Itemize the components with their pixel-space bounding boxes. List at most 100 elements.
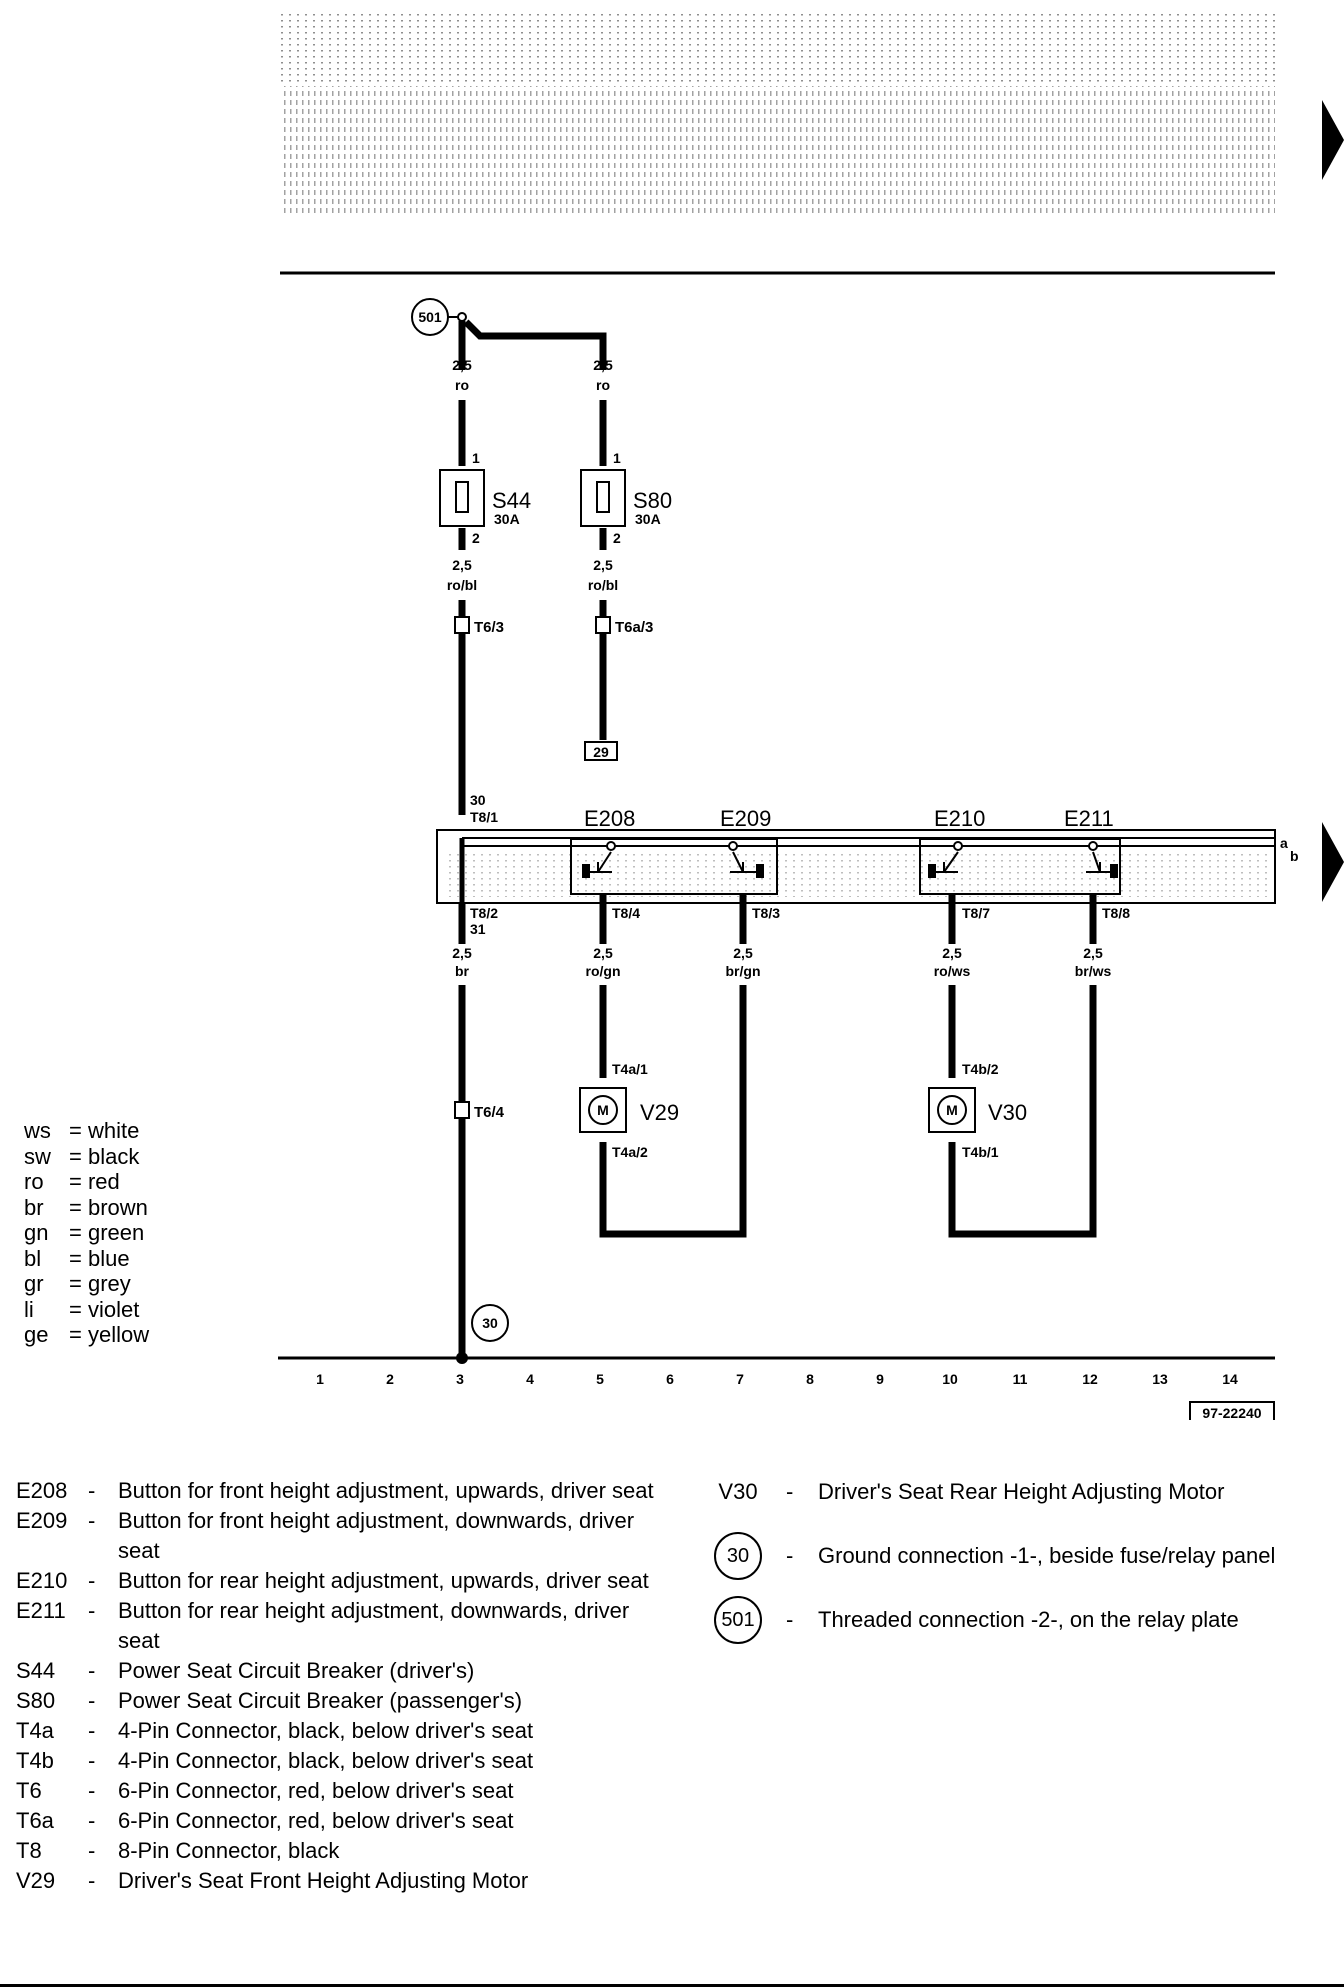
legend-description: 6-Pin Connector, red, below driver's sea… <box>118 1808 514 1833</box>
wire-gauge: 2,5 <box>593 357 613 373</box>
bottom-rule <box>0 1984 1344 1987</box>
wire-gauge: 2,5 <box>452 357 472 373</box>
svg-text:2: 2 <box>472 530 480 546</box>
svg-text:T8/8: T8/8 <box>1102 905 1130 921</box>
legend-row: V30-Driver's Seat Rear Height Adjusting … <box>690 1460 1344 1524</box>
color-code-row: br = brown <box>24 1195 149 1221</box>
svg-text:T8/4: T8/4 <box>612 905 640 921</box>
wiring-diagram: 501 2,5 ro 2,5 ro 1 2 S44 30A 1 2 S80 30… <box>278 14 1344 1420</box>
svg-text:T6a/3: T6a/3 <box>615 619 653 636</box>
legend-description: 6-Pin Connector, red, below driver's sea… <box>118 1778 514 1803</box>
wire-color: ro <box>455 377 469 393</box>
legend-code-circle: 501 <box>690 1596 786 1644</box>
svg-text:501: 501 <box>418 309 442 325</box>
legend-row: T4a-4-Pin Connector, black, below driver… <box>16 1716 658 1746</box>
svg-text:30A: 30A <box>494 511 520 527</box>
color-code-row: ge= yellow <box>24 1322 149 1348</box>
svg-text:2,5: 2,5 <box>1083 945 1103 961</box>
color-name: = yellow <box>69 1322 150 1347</box>
legend-row: E210-Button for rear height adjustment, … <box>16 1566 658 1596</box>
switch-e209: E209 <box>720 806 771 878</box>
color-abbr: sw <box>24 1143 51 1169</box>
svg-text:2,5: 2,5 <box>452 557 472 573</box>
svg-text:1: 1 <box>472 450 480 466</box>
legend-dash: - <box>88 1568 96 1593</box>
wire-color: ro <box>596 377 610 393</box>
legend-row: E208-Button for front height adjustment,… <box>16 1476 658 1506</box>
svg-text:E210: E210 <box>934 806 985 831</box>
scale-number: 8 <box>806 1371 814 1387</box>
legend-description: Button for rear height adjustment, downw… <box>118 1598 630 1653</box>
terminal-501: 501 <box>411 298 467 336</box>
switch-e210: E210 <box>928 806 985 878</box>
svg-text:T4a/2: T4a/2 <box>612 1144 648 1160</box>
legend-description: Power Seat Circuit Breaker (driver's) <box>118 1658 475 1683</box>
legend-dash: - <box>88 1508 96 1533</box>
color-name: = blue <box>69 1245 130 1271</box>
color-name: = brown <box>69 1194 148 1220</box>
breaker-s80: 1 2 S80 30A <box>580 450 672 546</box>
svg-text:V29: V29 <box>640 1100 679 1125</box>
svg-text:97-22240: 97-22240 <box>1202 1405 1261 1420</box>
legend-description: 4-Pin Connector, black, below driver's s… <box>118 1748 534 1773</box>
svg-text:S44: S44 <box>492 488 531 513</box>
connector-t6-3: T6/3 <box>454 616 504 636</box>
connector-t6-4: T6/4 <box>454 1101 505 1121</box>
legend-code: E210 <box>16 1568 68 1593</box>
legend-dash: - <box>786 1607 794 1632</box>
color-code-row: gr= grey <box>24 1271 149 1297</box>
switch-e208: E208 <box>582 806 635 878</box>
svg-text:b: b <box>1290 848 1299 864</box>
svg-text:br: br <box>455 963 470 979</box>
svg-text:E211: E211 <box>1064 806 1114 831</box>
svg-text:2,5: 2,5 <box>593 557 613 573</box>
color-abbr: ws <box>24 1118 51 1143</box>
terminal-30: 30 <box>471 1304 509 1342</box>
legend-description: Power Seat Circuit Breaker (passenger's) <box>118 1688 523 1713</box>
legend-dash: - <box>786 1543 794 1568</box>
svg-text:br/gn: br/gn <box>726 963 761 979</box>
svg-text:1: 1 <box>613 450 621 466</box>
connector-t6a-3: T6a/3 <box>595 616 653 636</box>
legend-description: Button for rear height adjustment, upwar… <box>118 1568 649 1593</box>
svg-text:ro/gn: ro/gn <box>586 963 621 979</box>
scale-number: 11 <box>1013 1371 1028 1387</box>
legend-code-circle: 30 <box>690 1532 786 1580</box>
motor-v30: T4b/2 M T4b/1 V30 <box>928 1061 1027 1160</box>
legend-row: 501-Threaded connection -2-, on the rela… <box>690 1588 1344 1652</box>
svg-text:S80: S80 <box>633 488 672 513</box>
legend-row: V29-Driver's Seat Front Height Adjusting… <box>16 1866 658 1896</box>
legend-dash: - <box>88 1598 96 1623</box>
svg-text:2,5: 2,5 <box>733 945 753 961</box>
color-abbr: br <box>24 1194 44 1220</box>
legend-row: 30-Ground connection -1-, beside fuse/re… <box>690 1524 1344 1588</box>
legend-description: Driver's Seat Front Height Adjusting Mot… <box>118 1868 529 1893</box>
legend-description: Ground connection -1-, beside fuse/relay… <box>818 1543 1276 1568</box>
svg-text:30: 30 <box>470 792 486 808</box>
legend-code: T4b <box>16 1748 54 1773</box>
scale-number: 5 <box>596 1371 604 1387</box>
svg-text:T8/3: T8/3 <box>752 905 780 921</box>
legend-description: 8-Pin Connector, black <box>118 1838 340 1863</box>
legend-code: E211 <box>16 1598 66 1623</box>
scale-number: 13 <box>1152 1371 1168 1387</box>
svg-text:T8/2: T8/2 <box>470 905 498 921</box>
legend-description: Button for front height adjustment, upwa… <box>118 1478 654 1503</box>
component-legend-left: E208-Button for front height adjustment,… <box>16 1476 658 1896</box>
legend-dash: - <box>88 1478 96 1503</box>
legend-circle-number: 30 <box>714 1532 762 1580</box>
reference-number: 97-22240 <box>1189 1401 1275 1420</box>
color-name: = grey <box>69 1271 131 1296</box>
scale-number: 10 <box>942 1371 958 1387</box>
svg-text:29: 29 <box>593 744 609 760</box>
scale-number: 12 <box>1082 1371 1098 1387</box>
legend-dash: - <box>88 1808 96 1833</box>
svg-text:M: M <box>946 1102 958 1118</box>
legend-code: T4a <box>16 1718 54 1743</box>
svg-text:V30: V30 <box>988 1100 1027 1125</box>
svg-text:T4a/1: T4a/1 <box>612 1061 648 1077</box>
svg-text:T6/3: T6/3 <box>474 619 504 636</box>
svg-text:M: M <box>597 1102 609 1118</box>
legend-description: Threaded connection -2-, on the relay pl… <box>818 1607 1239 1632</box>
